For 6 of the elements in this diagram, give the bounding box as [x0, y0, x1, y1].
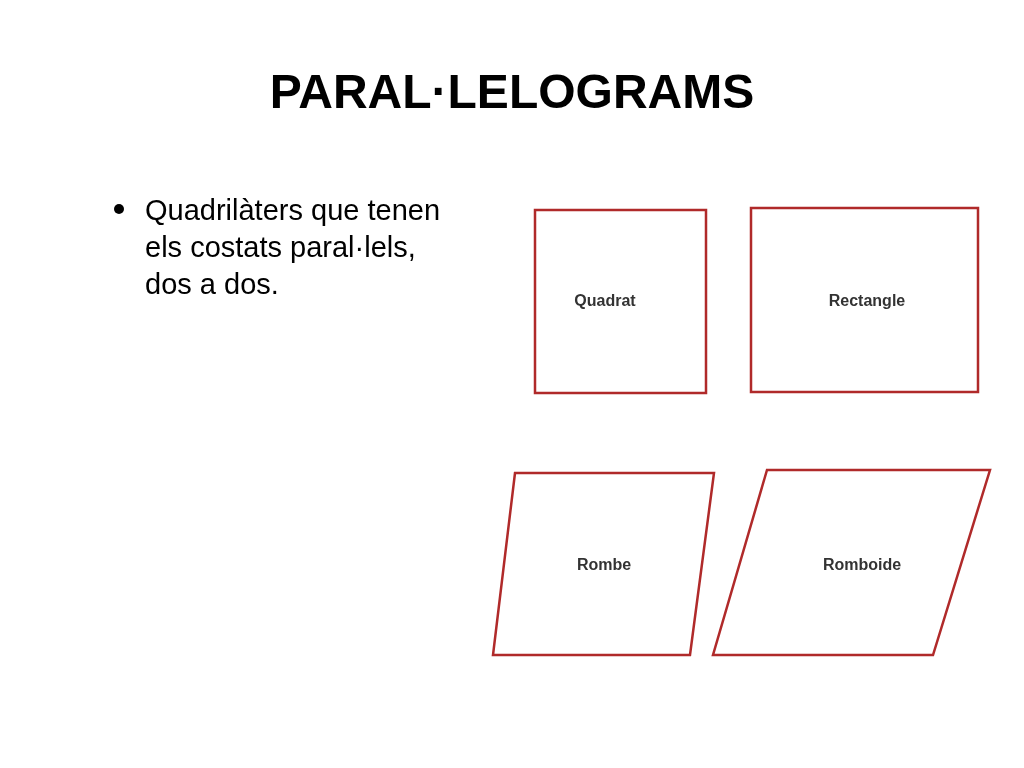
shape-label: Romboide	[822, 556, 902, 574]
bullet-text: Quadrilàters que tenen els costats paral·lels, dos a dos.	[145, 193, 442, 302]
slide-title: PARAL·LELOGRAMS	[269, 64, 755, 119]
shape-label: Quadrat	[574, 292, 636, 310]
shape-label: Rectangle	[828, 292, 906, 310]
shape-label: Rombe	[576, 556, 632, 574]
